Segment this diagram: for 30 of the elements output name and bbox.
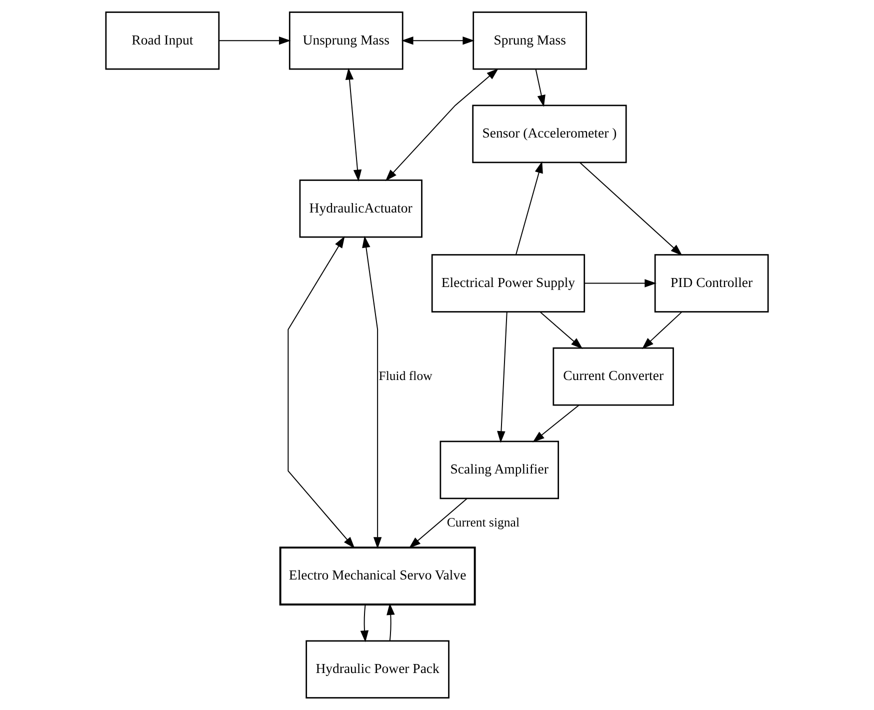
node-box: Scaling Amplifier	[440, 440, 560, 500]
node-box: Hydraulic Power Pack	[306, 640, 450, 699]
arrow	[540, 311, 583, 350]
node-box: Sensor (Accelerometer )	[472, 104, 627, 164]
arrow	[532, 404, 580, 442]
edge-label: Fluid flow	[378, 368, 432, 383]
node-box: PID Controller	[654, 254, 769, 312]
arrow	[345, 68, 362, 182]
arrow	[360, 604, 369, 642]
arrow	[408, 498, 468, 548]
arrow	[642, 311, 682, 350]
node-box: Electrical Power Supply	[431, 254, 586, 312]
arrow	[515, 161, 543, 256]
arrow	[386, 603, 395, 642]
arrow	[218, 36, 291, 45]
node-box: Unsprung Mass	[288, 11, 404, 70]
node-box: Sprung Mass	[472, 11, 588, 70]
arrow	[401, 36, 474, 45]
arrow	[535, 68, 546, 107]
edge-label: Current signal	[446, 515, 520, 530]
arrow	[385, 68, 498, 182]
arrow	[497, 311, 508, 443]
node-box: Road Input	[105, 11, 220, 70]
arrow	[362, 236, 382, 549]
arrow	[580, 162, 682, 256]
node-box: Current Converter	[552, 347, 674, 406]
node-box: Electro Mechanical Servo Valve	[279, 546, 476, 606]
node-box: HydraulicActuator	[299, 179, 422, 238]
arrow	[584, 279, 656, 288]
arrow	[288, 236, 355, 549]
